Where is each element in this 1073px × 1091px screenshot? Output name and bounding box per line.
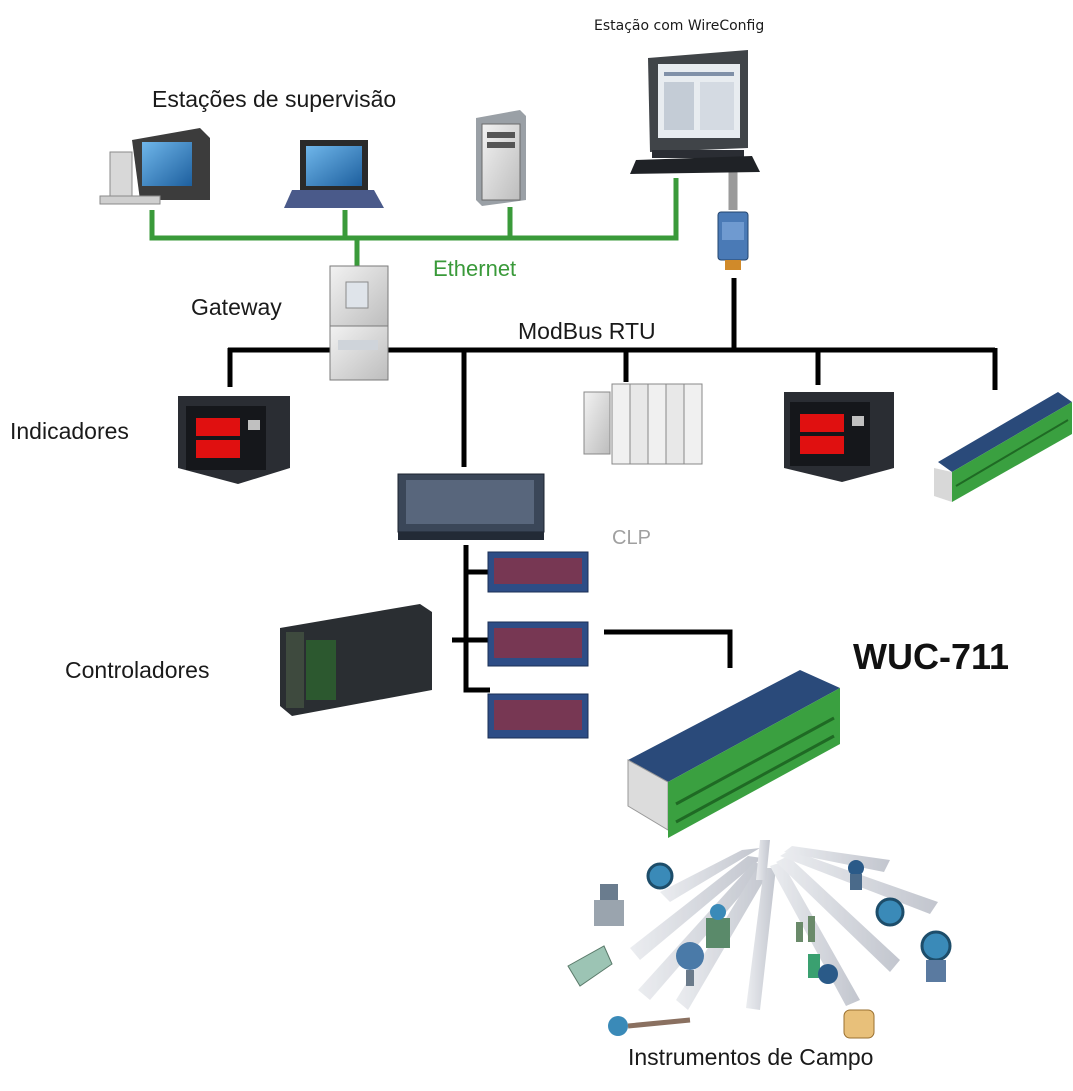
valve-positioner-icon bbox=[843, 1009, 875, 1039]
product-name-label: WUC-711 bbox=[853, 636, 1010, 677]
controllers-label: Controladores bbox=[65, 657, 210, 683]
controller-module-1-icon bbox=[487, 551, 589, 593]
sensor-pair-icon bbox=[796, 916, 820, 978]
temperature-sensor-icon bbox=[676, 942, 704, 986]
controller-card-icon bbox=[280, 604, 432, 716]
ethernet-label: Ethernet bbox=[433, 256, 517, 281]
wuc-module-small-icon bbox=[934, 392, 1072, 502]
indicator-left-icon bbox=[178, 396, 290, 484]
controller-module-3-icon bbox=[487, 693, 589, 739]
flow-transmitter-icon bbox=[594, 884, 624, 926]
wuc-711-device-icon bbox=[627, 670, 840, 838]
io-rack-icon bbox=[397, 473, 545, 540]
gateway-label: Gateway bbox=[191, 294, 282, 320]
desktop-pc-icon bbox=[99, 128, 210, 205]
level-transmitter-icon bbox=[706, 904, 730, 948]
serial-converter-icon bbox=[717, 211, 749, 270]
supervision-stations-label: Estações de supervisão bbox=[152, 86, 397, 112]
field-instruments-label: Instrumentos de Campo bbox=[628, 1044, 874, 1070]
rosemount-transmitter-icon bbox=[848, 860, 864, 890]
modbus-label: ModBus RTU bbox=[518, 318, 656, 344]
magflow-meter-icon bbox=[920, 930, 952, 982]
ethernet-bus-line bbox=[149, 178, 679, 241]
coriolis-meter-icon bbox=[567, 945, 613, 987]
clp-modules-icon bbox=[583, 383, 703, 465]
clp-label: CLP bbox=[612, 527, 651, 549]
pressure-gauge-icon bbox=[646, 862, 674, 890]
laptop-icon bbox=[284, 140, 384, 208]
server-tower-icon bbox=[476, 110, 526, 206]
small-transmitter-icon bbox=[818, 964, 838, 984]
gateway-device-icon bbox=[329, 265, 389, 381]
controller-module-2-icon bbox=[487, 621, 589, 667]
wireconfig-station-label: Estação com WireConfig bbox=[594, 18, 765, 34]
controller-riser bbox=[463, 545, 490, 693]
ethernet-network bbox=[149, 178, 679, 268]
indicator-right-icon bbox=[784, 392, 894, 482]
wireconfig-computer-icon bbox=[630, 50, 760, 174]
wuc-link-line bbox=[604, 629, 733, 668]
field-instruments bbox=[567, 860, 952, 1039]
indicators-label: Indicadores bbox=[10, 418, 129, 444]
round-transmitter-icon bbox=[875, 897, 905, 927]
thermocouple-icon bbox=[608, 1016, 691, 1036]
